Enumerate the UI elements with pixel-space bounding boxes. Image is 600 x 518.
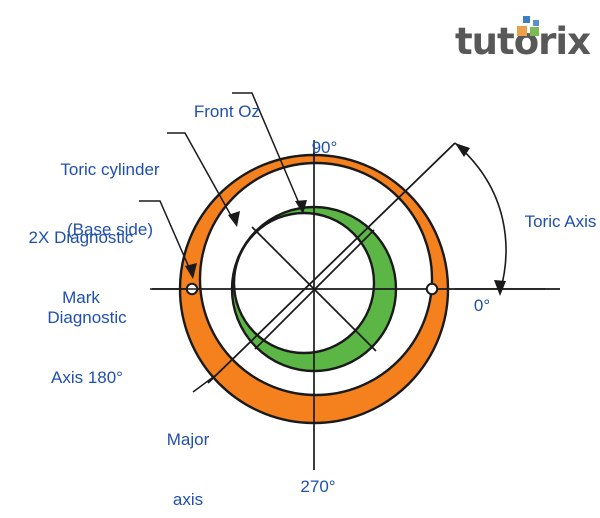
diagonal-axes — [251, 226, 377, 352]
label-0-degrees: 0° — [473, 296, 491, 315]
tutorix-logo: tutorix — [455, 14, 591, 62]
toric-axis-arrow-upper — [455, 143, 470, 157]
leader-lines — [139, 92, 315, 393]
major-axis-line — [207, 142, 456, 384]
label-major-axis: Major axis — [148, 390, 228, 518]
leader-toric-cylinder — [167, 132, 235, 222]
logo-square-orange-icon — [517, 26, 527, 36]
leader-toric-cylinder-arrow — [228, 211, 240, 227]
label-prismatic-axis: 270° Prismatic Axis — [258, 437, 378, 518]
logo-square-blue-icon — [523, 16, 530, 23]
label-prismatic-line1: 270° — [300, 477, 336, 496]
label-front-oz: Front Oz — [193, 102, 260, 121]
label-2x-diagnostic-line1: 2X Diagnostic — [28, 228, 134, 247]
leader-diagnostic-mark — [139, 200, 192, 273]
toric-axis-arrow-lower — [494, 280, 506, 296]
label-90-degrees: 90° — [311, 138, 338, 157]
logo-square-blue2-icon — [533, 20, 539, 26]
label-toric-cylinder: Toric cylinder (Base side) — [40, 120, 180, 280]
label-major-axis-line1: Major — [166, 430, 210, 449]
label-diagnostic-axis: Diagnostic Axis 180° — [22, 268, 152, 428]
leader-front-oz-arrow — [295, 200, 307, 214]
leader-diagnostic-mark-arrow — [185, 263, 197, 279]
toric-axis-arc-path — [454, 142, 507, 293]
label-diagnostic-axis-line2: Axis 180° — [50, 368, 123, 387]
diagnostic-mark-0-icon — [425, 282, 439, 296]
label-toric-cylinder-line1: Toric cylinder — [60, 160, 160, 179]
leader-major-axis — [192, 374, 217, 393]
label-toric-axis: Toric Axis — [524, 212, 597, 231]
label-2x-diagnostic-line2: Mark — [62, 288, 100, 307]
leader-front-oz — [232, 92, 302, 209]
logo-square-green-icon — [530, 27, 539, 36]
label-toric-cylinder-line2: (Base side) — [67, 220, 153, 239]
label-2x-diagnostic-mark: 2X Diagnostic Mark — [6, 188, 156, 348]
label-major-axis-line2: axis — [172, 490, 204, 509]
label-diagnostic-axis-line1: Diagnostic — [47, 308, 127, 327]
diagonal-axis-45-225 — [254, 229, 375, 350]
toric-axis-arc — [454, 142, 545, 296]
